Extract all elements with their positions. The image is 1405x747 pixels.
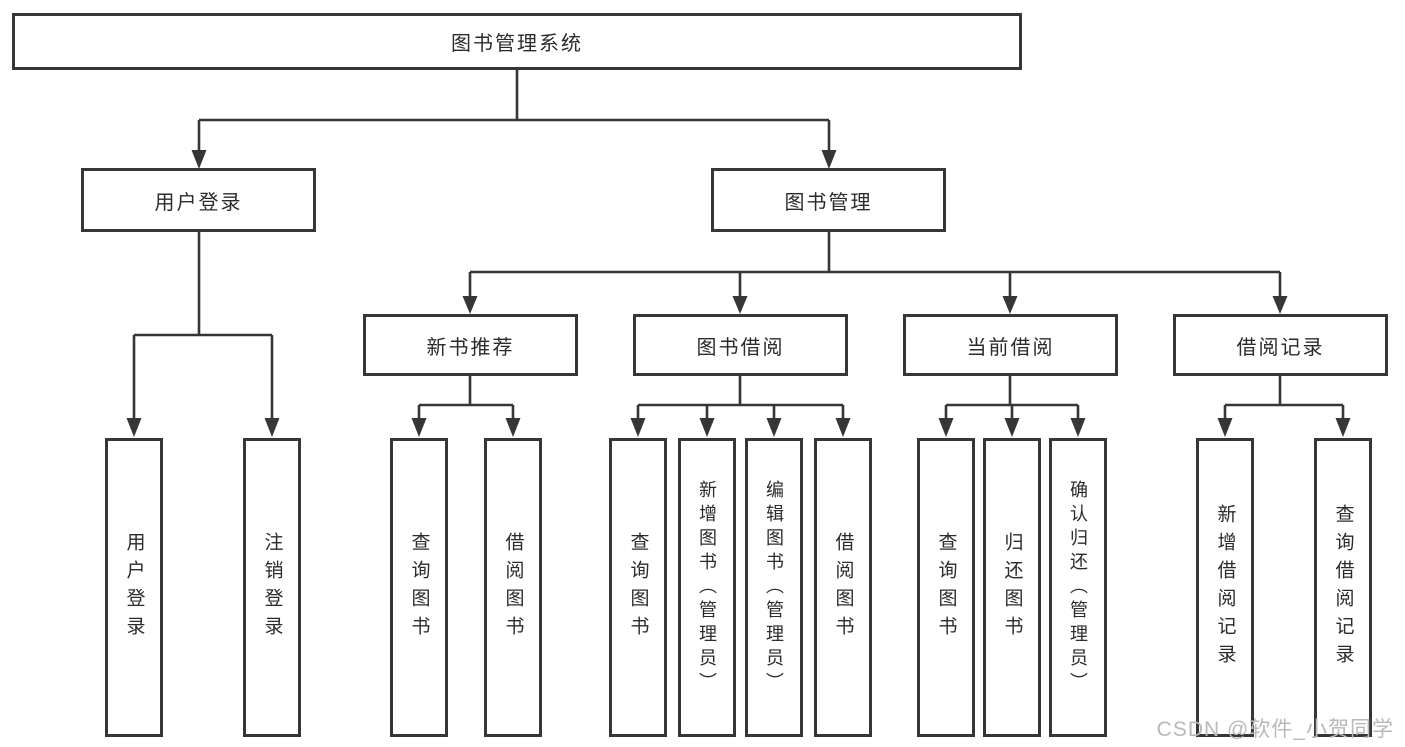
- connector-borrow-record-to-leaves: [1217, 376, 1351, 437]
- leaf-logout: 注销登录: [243, 438, 301, 737]
- node-user-login: 用户登录: [81, 168, 316, 232]
- connector-current-borrow-to-leaves: [938, 376, 1086, 437]
- leaf-borrow-query-books: 查询图书: [609, 438, 667, 737]
- node-book-borrow: 图书借阅: [633, 314, 848, 376]
- node-new-book-recommend: 新书推荐: [363, 314, 578, 376]
- leaf-user-login: 用户登录: [105, 438, 163, 737]
- leaf-current-confirm-return-admin: 确认归还（管理员）: [1049, 438, 1107, 737]
- leaf-current-query-books: 查询图书: [917, 438, 975, 737]
- leaf-record-add-borrow-record: 新增借阅记录: [1196, 438, 1254, 737]
- node-system-root: 图书管理系统: [12, 13, 1022, 70]
- node-borrow-record: 借阅记录: [1173, 314, 1388, 376]
- connector-book-mgmt-to-level3: [462, 232, 1288, 314]
- leaf-borrow-borrow-books: 借阅图书: [814, 438, 872, 737]
- connector-user-login-to-leaves: [126, 232, 280, 437]
- node-book-management: 图书管理: [711, 168, 946, 232]
- csdn-watermark: CSDN @软件_小贺同学: [1156, 718, 1394, 741]
- connector-root-to-level2: [191, 70, 837, 169]
- connector-book-borrow-to-leaves: [630, 376, 851, 437]
- leaf-borrow-edit-books-admin: 编辑图书（管理员）: [745, 438, 803, 737]
- connector-new-book-to-leaves: [411, 376, 521, 437]
- leaf-record-query-borrow-record: 查询借阅记录: [1314, 438, 1372, 737]
- leaf-current-return-books: 归还图书: [983, 438, 1041, 737]
- leaf-newbook-borrow-books: 借阅图书: [484, 438, 542, 737]
- leaf-borrow-add-books-admin: 新增图书（管理员）: [678, 438, 736, 737]
- node-current-borrow: 当前借阅: [903, 314, 1118, 376]
- leaf-newbook-query-books: 查询图书: [390, 438, 448, 737]
